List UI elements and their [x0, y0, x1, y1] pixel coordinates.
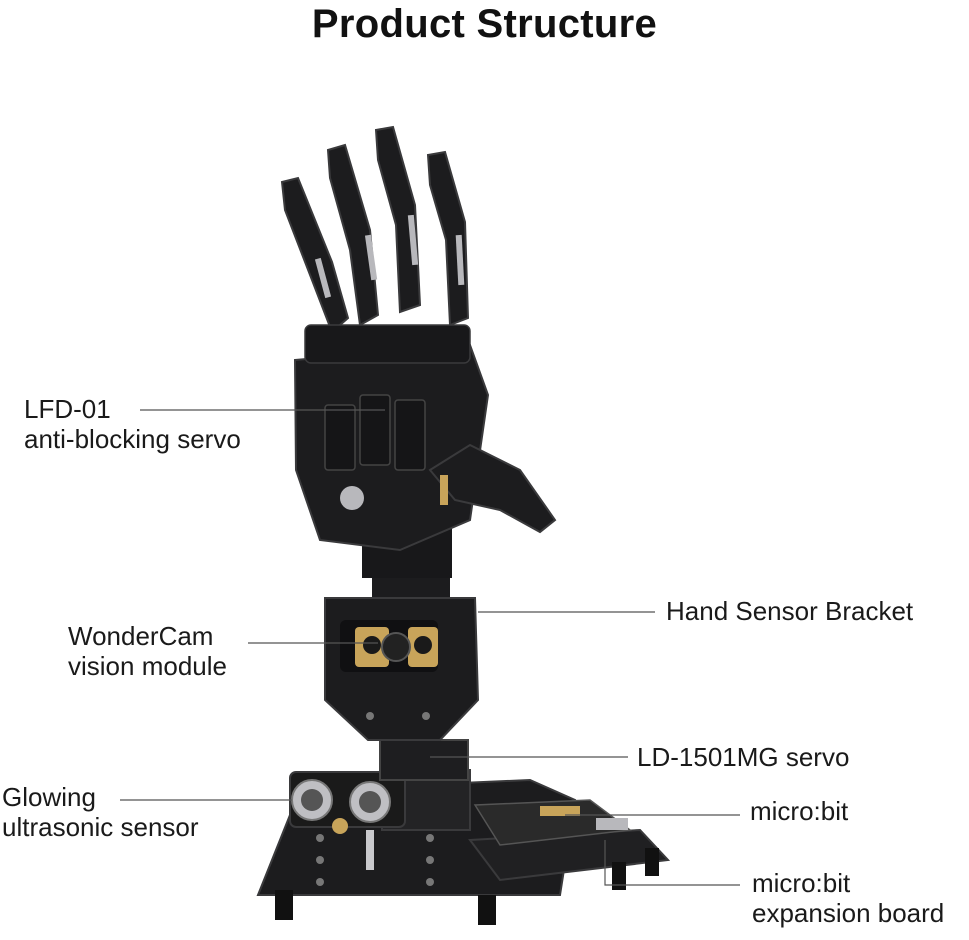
base-assembly — [256, 739, 671, 925]
camera-bracket — [324, 575, 480, 741]
callout-lfd-servo: LFD-01 anti-blocking servo — [24, 394, 241, 454]
callout-line: ultrasonic sensor — [2, 812, 199, 842]
callout-line: anti-blocking servo — [24, 424, 241, 454]
callout-ld-servo: LD-1501MG servo — [637, 742, 849, 772]
robotic-hand — [280, 125, 557, 578]
page-title: Product Structure — [311, 2, 658, 46]
callout-line: micro:bit — [750, 796, 849, 826]
callout-hand-sensor-bracket: Hand Sensor Bracket — [666, 596, 913, 626]
callout-glowing-ultrasonic: Glowing ultrasonic sensor — [2, 782, 199, 842]
callout-microbit: micro:bit — [750, 796, 848, 826]
callout-line: expansion board — [752, 898, 945, 928]
callout-line: LD-1501MG servo — [637, 742, 850, 772]
callout-line: WonderCam — [68, 621, 214, 651]
callout-expansion-board: micro:bit expansion board — [752, 868, 944, 928]
callout-line: LFD-01 — [24, 394, 111, 424]
callout-wondercam: WonderCam vision module — [68, 621, 227, 681]
callout-line: micro:bit — [752, 868, 851, 898]
callout-line: Hand Sensor Bracket — [666, 596, 914, 626]
callout-line: vision module — [68, 651, 227, 681]
callout-line: Glowing — [2, 782, 96, 812]
leader-lines — [120, 409, 740, 886]
